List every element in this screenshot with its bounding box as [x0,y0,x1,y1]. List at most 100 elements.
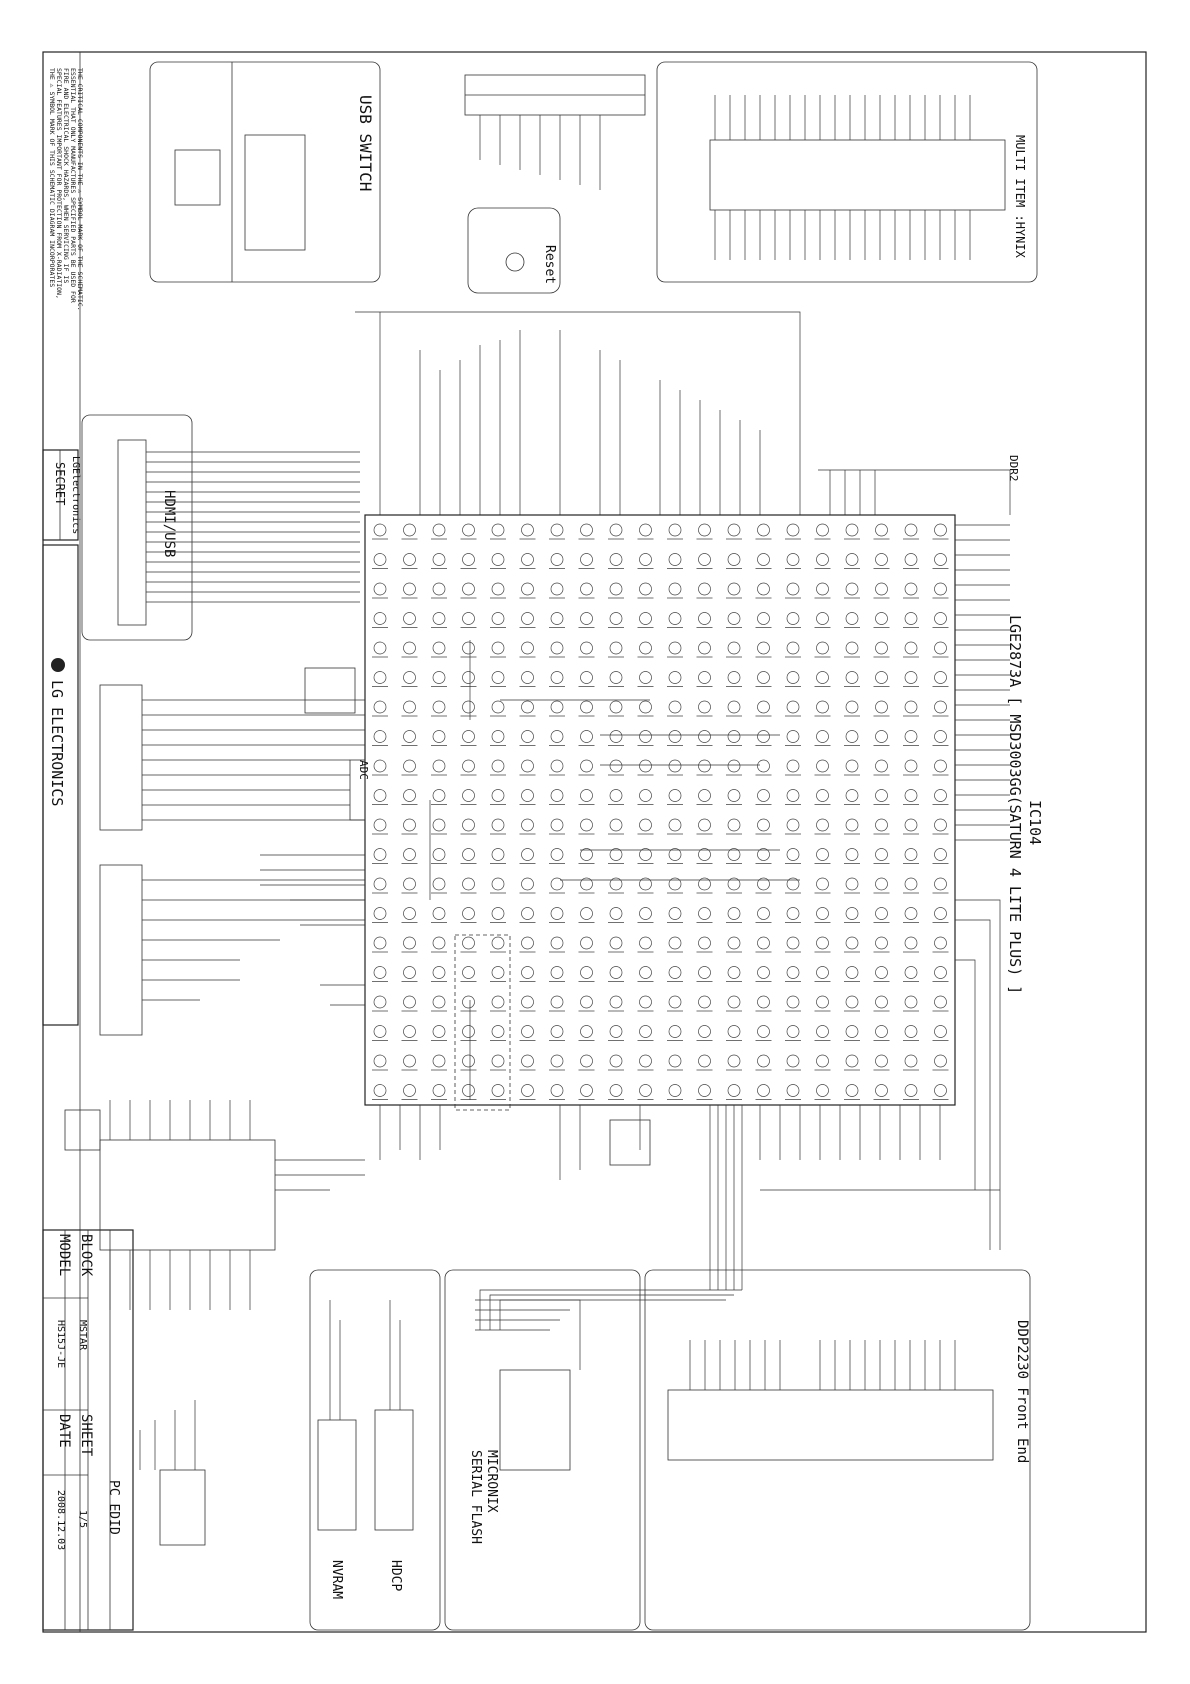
bga-ball [373,907,387,920]
bga-ball [373,1025,387,1038]
bga-ball [462,730,475,743]
bga-ball [373,818,387,832]
bga-ball [698,1084,711,1097]
bga-ball [698,1054,711,1068]
bga-ball [816,641,829,655]
bga-ball [580,818,593,832]
bga-ball [609,789,623,802]
bga-ball [521,759,534,773]
bga-ball [373,936,387,950]
bga-ball [757,1054,770,1068]
bga-ball [462,848,475,861]
bga-ball [904,966,918,979]
bga-ball [757,877,770,891]
bga-ball [432,700,446,714]
bga-ball [491,582,505,596]
bga-ball [403,936,416,950]
bga-ball [698,995,711,1009]
ddp2230-chip [667,1389,994,1461]
bga-ball [550,789,564,802]
bga-ball [875,1054,888,1068]
bga-ball [875,966,888,979]
bga-ball [432,1084,446,1097]
bga-ball [698,671,711,684]
bga-ball [934,789,947,802]
bga-ball [432,995,446,1009]
bga-ball [521,966,534,979]
bga-ball [727,995,741,1009]
bga-ball [373,523,387,537]
bga-ball [904,789,918,802]
bga-ball [609,1025,623,1038]
ddr2-bus [955,524,1010,1250]
page-border [42,51,1147,1633]
reset-block: Reset [467,207,561,294]
bga-ball [462,966,475,979]
bga-ball [875,612,888,625]
bga-ball [639,966,652,979]
bga-ball [698,553,711,566]
bga-ball [668,612,682,625]
bga-ball [639,1084,652,1097]
left-connectors: ADC [99,667,370,1036]
bga-ball [432,641,446,655]
bga-ball [462,641,475,655]
serial-flash-title: SERIAL FLASH [468,1450,483,1544]
bga-ball [757,612,770,625]
bga-ball [786,848,800,861]
bga-ball [639,1025,652,1038]
bga-ball [934,1025,947,1038]
bga-ball [668,700,682,714]
title-block: MODEL BLOCK HS15J-JE MSTAR DATE SHEET 20… [42,1229,134,1631]
bga-ball [757,553,770,566]
bga-ball [639,553,652,566]
ic104-outline [364,514,956,1106]
sheet-value: 1/5 [77,1510,88,1528]
top-signal-bus [355,311,1011,515]
bga-ball [727,877,741,891]
pc-edid-block: PC EDID [106,1400,206,1546]
bga-ball [934,641,947,655]
bga-ball [373,700,387,714]
bga-ball [845,730,859,743]
bga-ball [904,700,918,714]
bga-ball [904,1084,918,1097]
bga-ball [875,877,888,891]
bga-ball [727,730,741,743]
bga-ball [639,789,652,802]
bga-ball [845,1084,859,1097]
bga-ball [698,848,711,861]
safety-notice: THE ⚠ SYMBOL MARK OF THIS SCHEMATIC DIAG… [48,68,84,311]
bga-ball [521,907,534,920]
serial-flash-vendor: MICRONIX [484,1450,499,1513]
bga-ball [727,612,741,625]
bga-ball [403,1054,416,1068]
bga-ball [757,641,770,655]
bga-ball [698,582,711,596]
bga-ball [904,995,918,1009]
bga-ball [816,1025,829,1038]
bga-ball [904,641,918,655]
bga-ball [786,789,800,802]
bga-ball [727,553,741,566]
bga-ball [757,759,770,773]
bga-ball [786,936,800,950]
usb-switch-block: USB SWITCH [149,61,381,283]
bga-ball [550,730,564,743]
bga-ball [875,1025,888,1038]
bga-ball [580,641,593,655]
bga-ball [757,936,770,950]
bga-ball [403,995,416,1009]
bga-ball [609,877,623,891]
secret-company: LGElectronics [70,456,81,534]
bga-ball [845,789,859,802]
bga-ball [491,700,505,714]
bga-ball [668,936,682,950]
bga-ball [786,582,800,596]
bga-ball [550,641,564,655]
lg-logo: LG ELECTRONICS [42,544,79,1026]
bga-ball [491,907,505,920]
bga-ball [727,1084,741,1097]
bga-ball [462,877,475,891]
